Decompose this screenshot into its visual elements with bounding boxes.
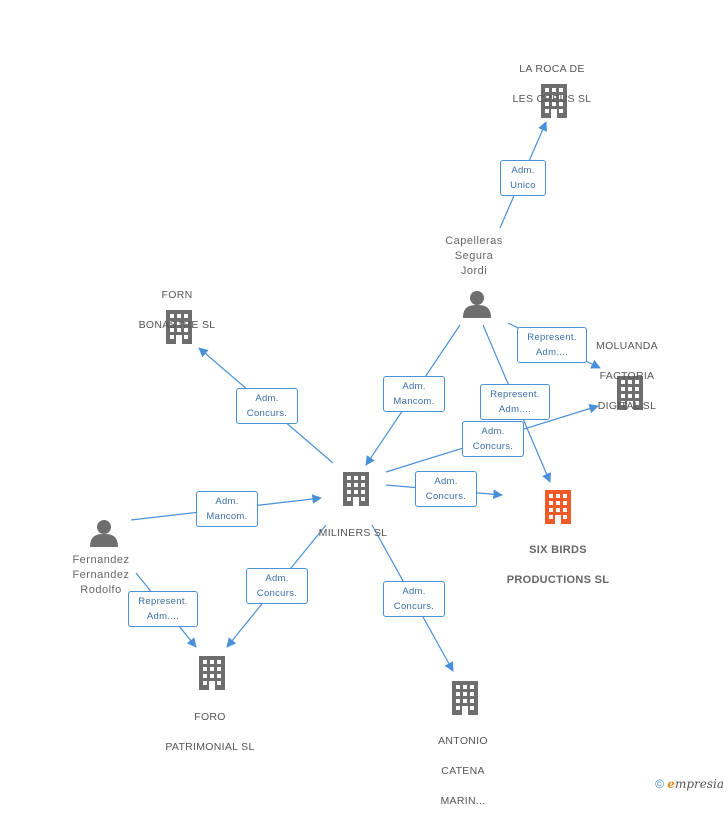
copyright-icon: ©: [655, 777, 664, 791]
edge-label-line: Adm....: [535, 347, 569, 358]
brand-logo-initial: e: [667, 777, 675, 791]
person-icon-fernandez[interactable]: [90, 520, 118, 547]
building-icon-foro[interactable]: [199, 656, 225, 690]
edge-label-fer-miliners[interactable]: Adm. Mancom.: [196, 491, 258, 527]
node-label-foro[interactable]: FORO PATRIMONIAL SL: [150, 695, 270, 770]
edge-label-mil-foro[interactable]: Adm. Concurs.: [246, 568, 308, 604]
person-label-line: Capelleras: [445, 235, 503, 247]
node-label-antonio[interactable]: ANTONIO CATENA MARIN...: [413, 719, 513, 824]
building-icon-miliners[interactable]: [343, 472, 369, 506]
node-label-line: FORO: [194, 711, 226, 723]
person-label-capelleras[interactable]: Capelleras Segura Jordi: [424, 234, 524, 279]
edge-label-line: Adm.: [511, 165, 535, 176]
node-label-line: PRODUCTIONS SL: [506, 574, 610, 586]
node-label-line: ANTONIO: [438, 735, 488, 747]
edge-label-mil-forn[interactable]: Adm. Concurs.: [236, 388, 298, 424]
node-label-forn[interactable]: FORN BONASTRE SL: [122, 273, 232, 348]
person-label-line: Segura: [454, 250, 494, 262]
node-label-line: CATENA: [441, 765, 485, 777]
edge-label-line: Represent.: [138, 596, 188, 607]
node-label-line: DIGITAL SL: [597, 400, 657, 412]
edge-label-line: Adm....: [146, 611, 180, 622]
edge-label-line: Represent.: [527, 332, 577, 343]
edge-label-line: Mancom.: [393, 396, 435, 407]
node-label-line: PATRIMONIAL SL: [165, 741, 255, 753]
node-label-line: SIX BIRDS: [529, 544, 587, 556]
edge-label-mil-sixbirds[interactable]: Adm. Concurs.: [415, 471, 477, 507]
person-label-line: Fernandez: [72, 569, 130, 581]
edge-label-line: Concurs.: [256, 588, 298, 599]
person-label-line: Fernandez: [72, 554, 130, 566]
edge-label-line: Adm.: [255, 393, 279, 404]
node-label-line: FORN: [161, 289, 193, 301]
edge-label-line: Adm.: [402, 381, 426, 392]
node-label-line: BONASTRE SL: [138, 319, 216, 331]
node-label-la-roca[interactable]: LA ROCA DE LES CREUS SL: [497, 47, 607, 122]
edge-label-line: Adm.: [481, 426, 505, 437]
footer-brand[interactable]: © empresia: [655, 777, 724, 791]
brand-logo: empresia: [667, 777, 724, 791]
node-label-miliners[interactable]: MILINERS SL: [303, 511, 403, 556]
brand-logo-text: mpresia: [674, 777, 724, 791]
building-icon-six-birds[interactable]: [545, 490, 571, 524]
edge-label-line: Concurs.: [472, 441, 514, 452]
node-label-line: MILINERS SL: [318, 527, 388, 539]
edge-label-cap-miliners[interactable]: Adm. Mancom.: [383, 376, 445, 412]
person-label-line: Jordi: [460, 265, 488, 277]
node-label-line: MARIN...: [440, 795, 486, 807]
edge-label-mil-moluanda[interactable]: Adm. Concurs.: [462, 421, 524, 457]
node-label-moluanda[interactable]: MOLUANDA FACTORIA DIGITAL SL: [582, 324, 672, 429]
node-label-line: FACTORIA: [599, 370, 655, 382]
node-label-line: LES CREUS SL: [512, 93, 592, 105]
edge-label-line: Concurs.: [393, 601, 435, 612]
edge-label-line: Adm.: [265, 573, 289, 584]
edge-label-line: Adm.: [215, 496, 239, 507]
edge-label-line: Represent.: [490, 389, 540, 400]
edge-label-line: Adm....: [498, 404, 532, 415]
node-label-line: MOLUANDA: [596, 340, 658, 352]
edge-label-line: Concurs.: [425, 491, 467, 502]
edge-label-line: Mancom.: [206, 511, 248, 522]
edge-label-cap-laroca[interactable]: Adm. Unico: [500, 160, 546, 196]
edge-label-cap-sixbirds[interactable]: Represent. Adm....: [480, 384, 550, 420]
node-label-six-birds[interactable]: SIX BIRDS PRODUCTIONS SL: [493, 528, 623, 603]
edge-label-cap-moluanda[interactable]: Represent. Adm....: [517, 327, 587, 363]
edge-label-line: Adm.: [434, 476, 458, 487]
node-label-line: LA ROCA DE: [519, 63, 585, 75]
edge-label-line: Adm.: [402, 586, 426, 597]
edge-label-fer-foro[interactable]: Represent. Adm....: [128, 591, 198, 627]
person-icon-capelleras[interactable]: [463, 291, 491, 318]
edge-label-line: Unico: [510, 180, 536, 191]
edge-label-line: Concurs.: [246, 408, 288, 419]
person-label-fernandez[interactable]: Fernandez Fernandez Rodolfo: [51, 553, 151, 598]
edge-label-mil-antonio[interactable]: Adm. Concurs.: [383, 581, 445, 617]
person-label-line: Rodolfo: [80, 584, 122, 596]
building-icon-antonio[interactable]: [452, 681, 478, 715]
